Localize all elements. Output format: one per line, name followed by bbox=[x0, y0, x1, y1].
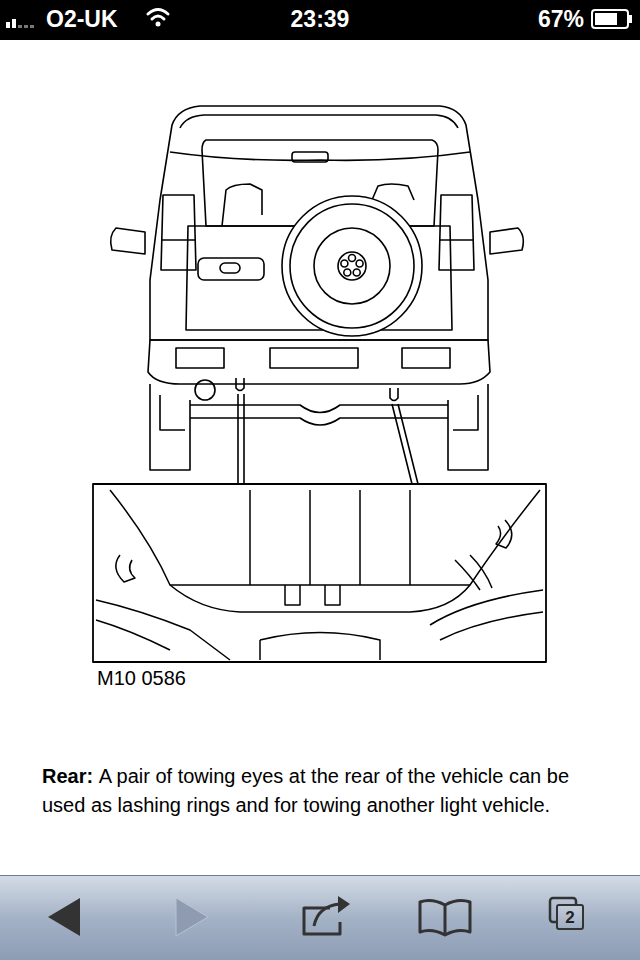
door-mirror bbox=[490, 228, 523, 254]
door-mirror bbox=[111, 228, 145, 254]
forward-button bbox=[176, 898, 208, 936]
wifi-dot bbox=[156, 22, 161, 27]
inset-underside bbox=[96, 490, 543, 660]
seat-outline bbox=[372, 184, 414, 200]
signal-bar bbox=[24, 25, 28, 28]
caption-lead: Rear: bbox=[42, 765, 93, 787]
back-button bbox=[48, 898, 80, 936]
rear-wheel bbox=[150, 384, 190, 470]
battery-percent: 67% bbox=[538, 6, 584, 33]
battery-tip bbox=[629, 15, 632, 23]
body-outline bbox=[150, 106, 488, 340]
leader-line bbox=[238, 394, 244, 484]
signal-bar bbox=[6, 22, 10, 28]
rear-wheel bbox=[448, 384, 488, 470]
brake-light bbox=[292, 152, 328, 162]
bumper-step bbox=[270, 348, 358, 368]
tyre-inner bbox=[290, 204, 414, 328]
wheel-rim bbox=[314, 228, 390, 304]
wheel-hub bbox=[338, 252, 366, 280]
signal-bar bbox=[18, 25, 22, 28]
roof-rail bbox=[170, 152, 470, 160]
towing-eye bbox=[390, 388, 398, 401]
rear-bumper bbox=[148, 340, 490, 384]
signal-bar bbox=[30, 25, 34, 28]
number-plate-lamp bbox=[198, 258, 264, 280]
rear-lamp bbox=[439, 195, 474, 270]
carrier-name: O2-UK bbox=[46, 6, 118, 33]
caption-paragraph: Rear:A pair of towing eyes at the rear o… bbox=[42, 762, 608, 820]
signal-bar bbox=[12, 19, 16, 28]
tab-count: 2 bbox=[565, 909, 574, 926]
badge bbox=[220, 263, 240, 273]
figure-code: M10 0586 bbox=[97, 667, 186, 690]
exhaust-pipe bbox=[195, 380, 215, 400]
bookmarks-button bbox=[420, 901, 470, 935]
leader-line bbox=[392, 404, 418, 484]
wifi-icon bbox=[148, 10, 168, 20]
seat-outline bbox=[222, 184, 262, 226]
tab-count-box: 2 bbox=[556, 904, 584, 930]
detail-inset bbox=[93, 484, 546, 662]
battery-level bbox=[595, 13, 617, 25]
spare-wheel bbox=[282, 196, 422, 336]
rear-axle bbox=[190, 405, 448, 413]
share-button bbox=[304, 904, 340, 934]
rear-lamp bbox=[161, 195, 196, 270]
browser-toolbar bbox=[0, 875, 640, 960]
caption-text: A pair of towing eyes at the rear of the… bbox=[42, 765, 569, 816]
roof-line bbox=[180, 115, 458, 128]
wheel-nuts bbox=[341, 255, 363, 277]
battery-icon bbox=[592, 10, 628, 28]
towing-eye bbox=[236, 378, 244, 391]
bumper-lamp bbox=[176, 348, 224, 368]
bumper-lamp bbox=[402, 348, 450, 368]
